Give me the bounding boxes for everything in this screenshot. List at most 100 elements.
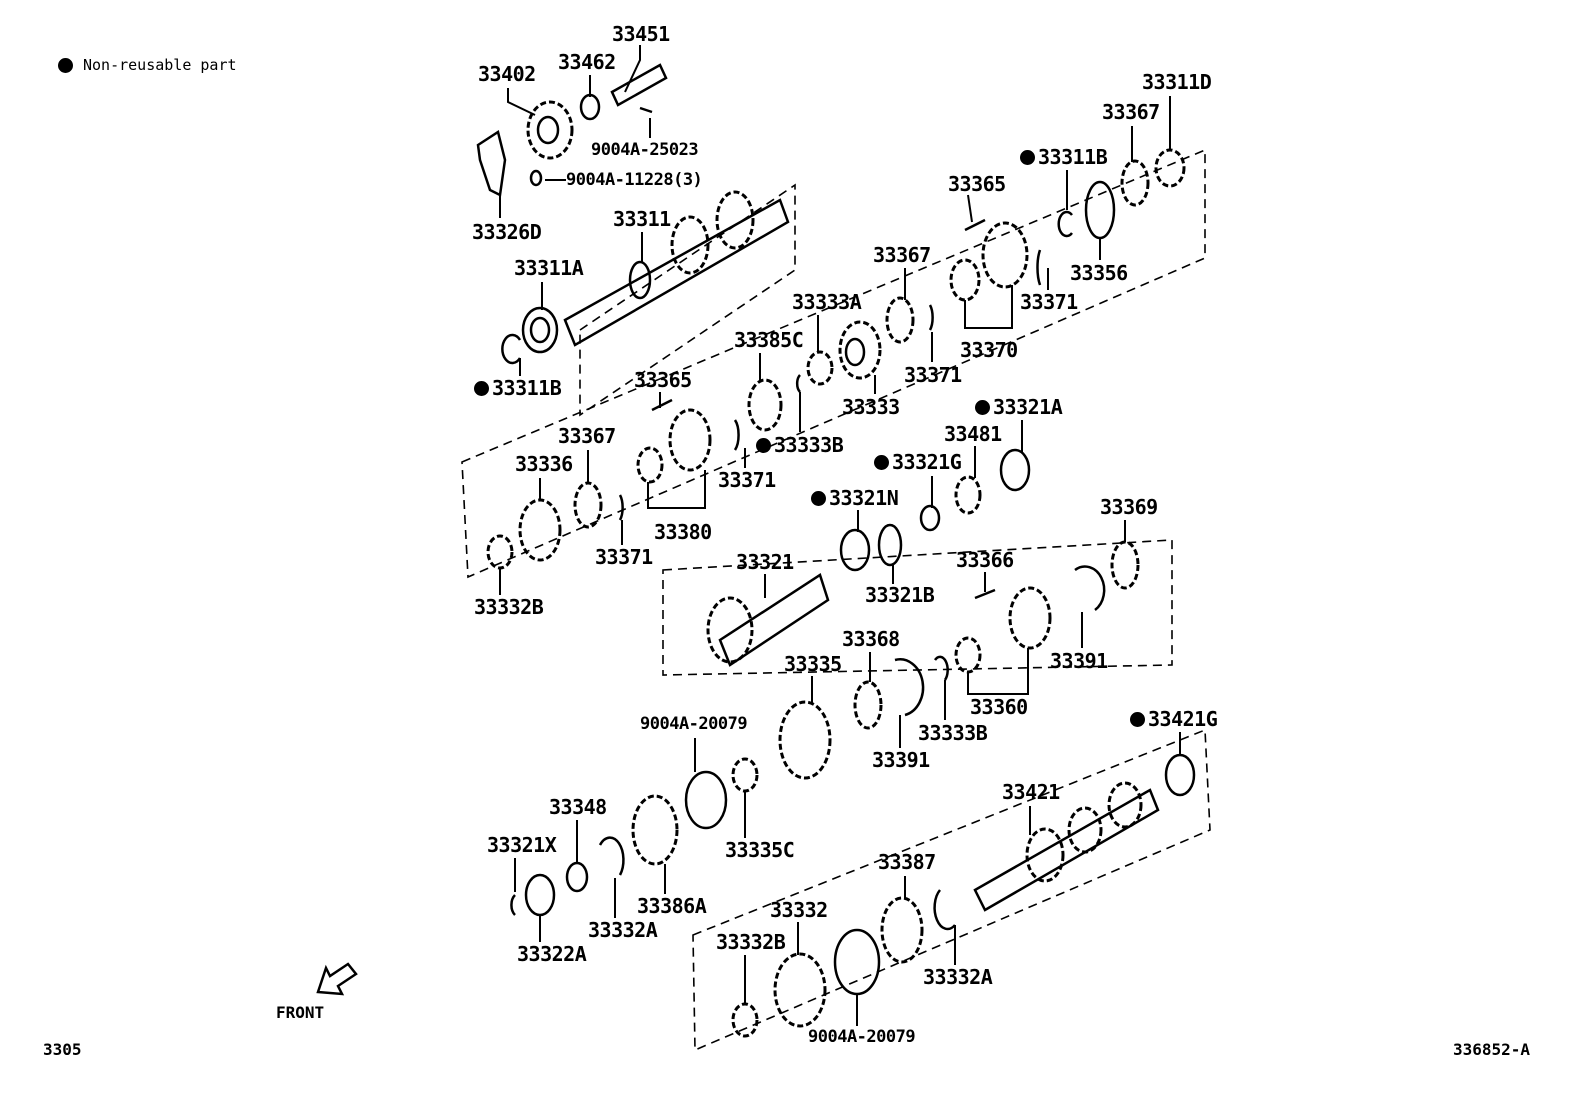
part-callout-33322a[interactable]: 33322A [517,942,587,966]
bearing-33311A [521,306,559,354]
part-callout-33367[interactable]: 33367 [873,243,931,267]
part-callout-33462[interactable]: 33462 [558,50,616,74]
part-callout-9004a-25023[interactable]: 9004A-25023 [591,140,699,160]
part-callout-33387[interactable]: 33387 [878,850,936,874]
part-number: 33321 [736,550,794,574]
part-callout-33365[interactable]: 33365 [634,368,692,392]
part-callout-33391[interactable]: 33391 [1050,649,1108,673]
part-callout-33333[interactable]: 33333 [842,395,900,419]
part-callout-33356[interactable]: 33356 [1070,261,1128,285]
part-callout-33311d[interactable]: 33311D [1142,70,1212,94]
gear-33332 [773,952,827,1028]
part-callout-33336[interactable]: 33336 [515,452,573,476]
part-callout-33421g[interactable]: 33421G [1130,707,1218,731]
part-callout-33451[interactable]: 33451 [612,22,670,46]
part-number: 33336 [515,452,573,476]
part-callout-33311b[interactable]: 33311B [474,376,562,400]
part-callout-33321x[interactable]: 33321X [487,833,557,857]
snap-ring-33371-b [928,304,934,331]
part-number: 33356 [1070,261,1128,285]
part-callout-33311b[interactable]: 33311B [1020,145,1108,169]
part-number: 33385C [734,328,804,352]
part-callout-33370[interactable]: 33370 [960,338,1018,362]
part-callout-9004a-20079[interactable]: 9004A-20079 [808,1027,916,1047]
part-number: 33332B [716,930,786,954]
part-callout-33360[interactable]: 33360 [970,695,1028,719]
part-callout-33333b[interactable]: 33333B [756,433,844,457]
part-callout-33386a[interactable]: 33386A [637,894,707,918]
part-callout-33332a[interactable]: 33332A [923,965,993,989]
part-callout-9004a-20079[interactable]: 9004A-20079 [640,714,748,734]
part-number: 33321X [487,833,557,857]
part-callout-33332a[interactable]: 33332A [588,918,658,942]
non-reusable-dot-icon [811,491,826,506]
gear-33333 [838,320,882,380]
part-callout-33368[interactable]: 33368 [842,627,900,651]
part-number: 33369 [1100,495,1158,519]
lever-33326D [476,129,507,197]
part-callout-33371[interactable]: 33371 [718,468,776,492]
legend: Non-reusable part [58,56,237,74]
part-callout-33348[interactable]: 33348 [549,795,607,819]
snap-ring-33391-b [894,658,925,717]
part-callout-33321a[interactable]: 33321A [975,395,1063,419]
part-callout-33321g[interactable]: 33321G [874,450,962,474]
input-shaft-33311 [563,190,790,347]
bearing-33321N [839,528,871,572]
non-reusable-dot-icon [756,438,771,453]
output-shaft-group-outline [662,539,1173,676]
part-callout-9004a-11228-3-[interactable]: 9004A-11228(3) [566,170,703,190]
part-callout-33367[interactable]: 33367 [1102,100,1160,124]
bearing-33321A [999,448,1031,492]
part-callout-33321[interactable]: 33321 [736,550,794,574]
part-callout-33402[interactable]: 33402 [478,62,536,86]
snap-ring-33311B-b [1057,210,1073,238]
gear-33335 [778,700,832,780]
part-callout-33333a[interactable]: 33333A [792,290,862,314]
part-callout-33332[interactable]: 33332 [770,898,828,922]
part-number: 33311D [1142,70,1212,94]
shaft-33451 [610,63,668,107]
synchro-hub-33380 [636,408,712,484]
part-callout-33335[interactable]: 33335 [784,652,842,676]
part-callout-33371[interactable]: 33371 [1020,290,1078,314]
counter-shaft-group-outline [692,728,1211,1052]
part-callout-33421[interactable]: 33421 [1002,780,1060,804]
part-callout-33332b[interactable]: 33332B [474,595,544,619]
part-callout-33332b[interactable]: 33332B [716,930,786,954]
part-number: 33371 [904,363,962,387]
part-callout-33385c[interactable]: 33385C [734,328,804,352]
part-callout-33369[interactable]: 33369 [1100,495,1158,519]
part-callout-33365[interactable]: 33365 [948,172,1006,196]
part-callout-33326d[interactable]: 33326D [472,220,542,244]
part-callout-33321n[interactable]: 33321N [811,486,899,510]
part-callout-33481[interactable]: 33481 [944,422,1002,446]
upper-gear-group-outline [461,148,1206,579]
part-callout-33311a[interactable]: 33311A [514,256,584,280]
part-number: 33348 [549,795,607,819]
part-callout-33367[interactable]: 33367 [558,424,616,448]
part-number: 33368 [842,627,900,651]
washer-9004A-20079-b [833,928,881,996]
part-number: 9004A-20079 [640,714,748,734]
part-number: 33321A [993,395,1063,419]
part-number: 33326D [472,220,542,244]
part-callout-33380[interactable]: 33380 [654,520,712,544]
part-number: 33367 [558,424,616,448]
part-number: 33365 [634,368,692,392]
part-callout-33335c[interactable]: 33335C [725,838,795,862]
part-number: 33332 [770,898,828,922]
part-callout-33321b[interactable]: 33321B [865,583,935,607]
part-callout-33391[interactable]: 33391 [872,748,930,772]
non-reusable-dot-icon [474,381,489,396]
part-callout-33366[interactable]: 33366 [956,548,1014,572]
bearing-33481 [954,475,982,515]
part-callout-33333b[interactable]: 33333B [918,721,988,745]
snap-ring-33333B-b [933,655,949,681]
part-callout-33311[interactable]: 33311 [613,207,671,231]
leader-lines [499,45,1181,1026]
part-callout-33371[interactable]: 33371 [904,363,962,387]
part-number: 33311A [514,256,584,280]
part-callout-33371[interactable]: 33371 [595,545,653,569]
